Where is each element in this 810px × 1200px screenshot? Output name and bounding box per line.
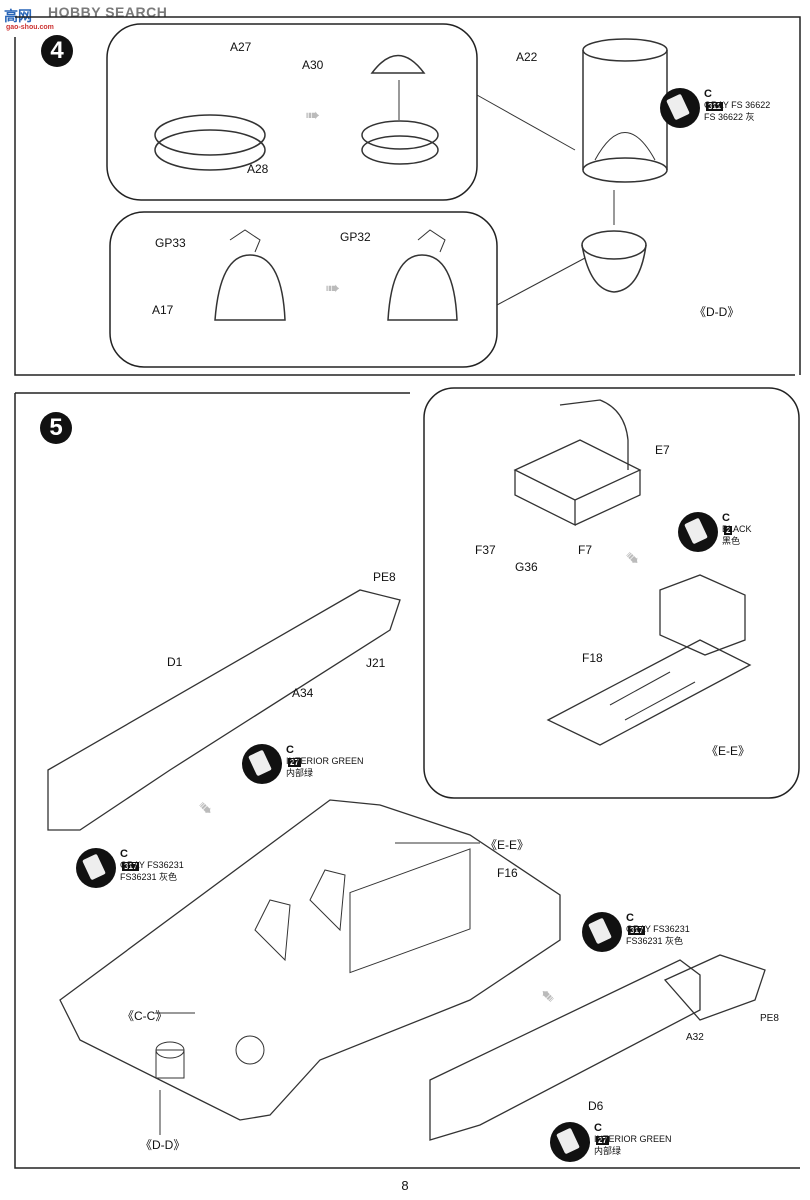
paint-name: INTERIOR GREEN [286, 756, 364, 766]
paint-code-number: 311 [706, 102, 723, 111]
paintbrush-icon [76, 848, 116, 888]
part-label: PE8 [760, 1013, 779, 1024]
paint-name: GRAY FS36231 [626, 924, 690, 934]
part-label: A34 [292, 686, 314, 700]
paint-code: C [626, 912, 634, 924]
section-reference: 《D-D》 [140, 1138, 186, 1152]
paint-name-cn: FS36231 灰色 [626, 936, 684, 946]
paint-name-cn: FS36231 灰色 [120, 872, 178, 882]
part-label: J21 [366, 656, 386, 670]
part-label: F7 [578, 543, 593, 557]
section-reference: 《E-E》 [485, 838, 530, 852]
step-number: 5 [40, 412, 72, 444]
paint-name-cn: 内部绿 [286, 768, 314, 778]
part-label: A22 [516, 50, 538, 64]
paintbrush-icon [242, 744, 282, 784]
paint-code-number: 27 [288, 758, 301, 767]
paint-code: C [286, 744, 294, 756]
part-label: G36 [515, 560, 538, 574]
section-reference: 《E-E》 [706, 744, 751, 758]
part-label: A30 [302, 58, 324, 72]
paint-name-cn: 内部绿 [594, 1146, 622, 1156]
part-label: A28 [247, 162, 269, 176]
paintbrush-icon [660, 88, 700, 128]
paint-code-number: 317 [122, 862, 140, 871]
part-label: GP33 [155, 236, 186, 250]
direction-arrow-icon: ➠ [325, 278, 341, 298]
section-reference: 《D-D》 [694, 305, 740, 319]
paint-name: GRAY FS36231 [120, 860, 184, 870]
paint-code-number: 317 [628, 926, 646, 935]
part-label: A27 [230, 40, 252, 54]
paint-name: GRAY FS 36622 [704, 100, 771, 110]
paint-code: C [704, 88, 712, 100]
part-label: E7 [655, 443, 670, 457]
watermark-logo: 高网 [4, 8, 32, 24]
paint-code: C [120, 848, 128, 860]
paint-name-cn: FS 36622 灰 [704, 112, 755, 122]
paint-code: C [594, 1122, 602, 1134]
part-label: PE8 [373, 570, 396, 584]
paint-code: C [722, 512, 730, 524]
part-label: A17 [152, 303, 174, 317]
part-label: A32 [686, 1032, 704, 1043]
direction-arrow-icon: ➠ [305, 105, 321, 125]
part-label: D1 [167, 655, 183, 669]
paintbrush-icon [550, 1122, 590, 1162]
paint-name: INTERIOR GREEN [594, 1134, 672, 1144]
paint-code-number: 27 [596, 1136, 609, 1145]
watermark-brand: HOBBY SEARCH [48, 4, 168, 20]
part-label: D6 [588, 1099, 604, 1113]
step-number: 4 [41, 35, 73, 67]
part-label: F18 [582, 651, 603, 665]
page-number: 8 [401, 1178, 409, 1193]
paintbrush-icon [678, 512, 718, 552]
paintbrush-icon [582, 912, 622, 952]
paint-code-number: 2 [724, 526, 733, 535]
part-label: F37 [475, 543, 496, 557]
paint-name-cn: 黑色 [722, 536, 741, 546]
paint-name: BLACK [722, 524, 752, 534]
section-reference: 《C-C》 [122, 1009, 168, 1023]
part-label: GP32 [340, 230, 371, 244]
watermark-site: gao-shou.com [6, 24, 54, 31]
part-label: F16 [497, 866, 518, 880]
